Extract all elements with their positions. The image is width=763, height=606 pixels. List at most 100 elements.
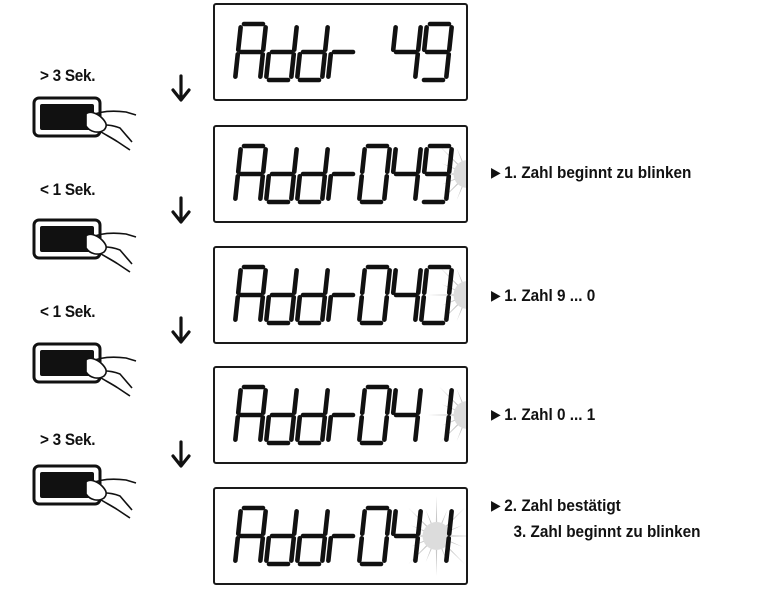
lcd-segment <box>382 414 390 442</box>
lcd-segment <box>415 509 423 537</box>
lcd-segment <box>295 173 303 201</box>
lcd-segment <box>264 51 272 79</box>
step-note: ▶1. Zahl beginnt zu blinken <box>491 160 691 186</box>
lcd-segment <box>446 25 454 53</box>
lcd-segment <box>233 173 241 201</box>
lcd-char <box>295 509 330 567</box>
down-arrow-icon <box>171 440 191 468</box>
lcd-segment <box>258 535 266 563</box>
lcd-segment <box>413 173 421 201</box>
lcd-char <box>326 533 356 563</box>
lcd-char <box>357 264 392 326</box>
lcd-char <box>357 384 392 446</box>
lcd-segment <box>382 173 390 201</box>
note-line: 1. Zahl beginnt zu blinken <box>504 163 692 182</box>
lcd-char <box>295 388 330 446</box>
lcd-segment <box>289 414 297 442</box>
lcd-segment <box>357 173 365 201</box>
lcd-segment <box>413 294 421 322</box>
lcd-segment <box>444 173 452 201</box>
lcd-display <box>213 366 468 464</box>
note-line: 1. Zahl 9 ... 0 <box>504 286 596 305</box>
lcd-segment <box>295 414 303 442</box>
lcd-char <box>326 171 356 201</box>
lcd-segment <box>233 294 241 322</box>
lcd-char <box>264 25 299 83</box>
lcd-segment <box>384 147 392 175</box>
lcd-segment <box>326 294 334 322</box>
lcd-segment <box>235 509 243 537</box>
lcd-char <box>421 21 454 83</box>
lcd-char <box>233 505 268 563</box>
lcd-segment <box>390 147 398 175</box>
lcd-segment <box>421 147 429 175</box>
lcd-segment <box>444 294 452 322</box>
lcd-segment <box>413 51 421 79</box>
lcd-char <box>326 412 356 442</box>
lcd-segment <box>322 388 330 416</box>
lcd-char <box>444 509 454 563</box>
button-press-icon <box>32 218 137 273</box>
lcd-segment <box>320 414 328 442</box>
lcd-segment <box>295 294 303 322</box>
lcd-segment <box>291 147 299 175</box>
lcd-segment <box>233 51 241 79</box>
lcd-segment <box>444 51 452 79</box>
down-arrow-icon <box>171 74 191 102</box>
lcd-segment <box>446 509 454 537</box>
press-duration-label: > 3 Sek. <box>40 430 96 449</box>
lcd-char <box>295 268 330 326</box>
lcd-segment <box>322 509 330 537</box>
lcd-char <box>264 147 299 205</box>
lcd-segment <box>320 51 328 79</box>
lcd-display <box>213 3 468 101</box>
press-duration-label: < 1 Sek. <box>40 180 96 199</box>
play-triangle-icon: ▶ <box>491 406 501 422</box>
step-note: ▶1. Zahl 0 ... 1 <box>491 402 595 428</box>
lcd-digits <box>233 496 466 576</box>
press-duration-label: > 3 Sek. <box>40 66 96 85</box>
lcd-segment <box>357 535 365 563</box>
lcd-segment <box>446 268 454 296</box>
note-line: 2. Zahl bestätigt <box>504 496 621 515</box>
lcd-char <box>233 143 268 201</box>
lcd-segment <box>264 535 272 563</box>
lcd-segment <box>446 147 454 175</box>
lcd-segment <box>291 268 299 296</box>
lcd-char <box>233 264 268 322</box>
lcd-segment <box>289 173 297 201</box>
lcd-segment <box>260 388 268 416</box>
lcd-char <box>390 268 423 322</box>
lcd-segment <box>359 147 367 175</box>
lcd-segment <box>415 25 423 53</box>
lcd-segment <box>413 414 421 442</box>
lcd-char <box>421 143 454 205</box>
lcd-segment <box>289 535 297 563</box>
lcd-char <box>444 388 454 442</box>
lcd-segment <box>359 268 367 296</box>
lcd-digits <box>233 384 466 446</box>
lcd-char <box>295 147 330 205</box>
lcd-segment <box>322 25 330 53</box>
press-duration-label: < 1 Sek. <box>40 302 96 321</box>
lcd-segment <box>235 25 243 53</box>
lcd-segment <box>390 388 398 416</box>
lcd-segment <box>444 414 452 442</box>
lcd-segment <box>291 25 299 53</box>
blink-glow-icon <box>427 386 466 444</box>
lcd-segment <box>258 173 266 201</box>
lcd-digits <box>233 264 466 326</box>
lcd-char <box>390 509 423 563</box>
lcd-segment <box>390 268 398 296</box>
lcd-segment <box>390 25 398 53</box>
lcd-char <box>390 147 423 201</box>
lcd-segment <box>260 509 268 537</box>
lcd-char <box>390 25 423 79</box>
lcd-segment <box>415 268 423 296</box>
lcd-segment <box>320 535 328 563</box>
lcd-segment <box>413 535 421 563</box>
lcd-segment <box>359 388 367 416</box>
lcd-segment <box>258 51 266 79</box>
lcd-segment <box>382 535 390 563</box>
lcd-digits <box>233 21 454 83</box>
